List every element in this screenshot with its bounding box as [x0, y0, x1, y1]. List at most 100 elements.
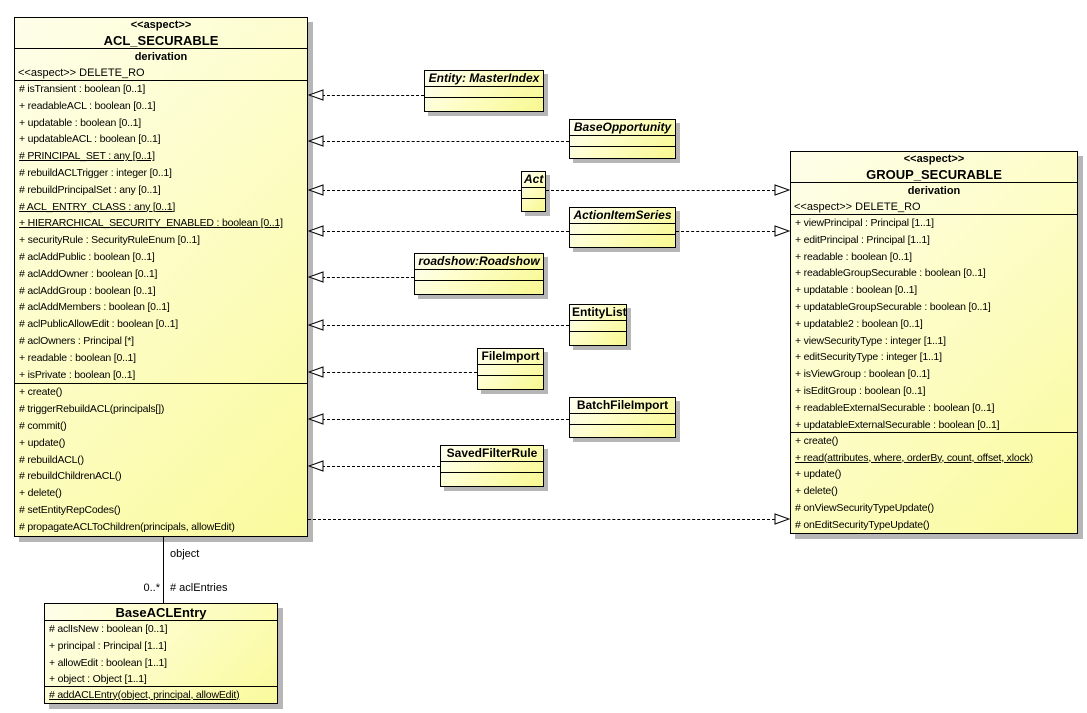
acl-attributes-compartment: # isTransient : boolean [0..1] + readable… — [15, 81, 307, 385]
member-row: # rebuildPrincipalSet : any [0..1] — [19, 183, 161, 196]
member-row: # addACLEntry(object, principal, allowEd… — [49, 688, 240, 701]
baseaclentry-class-name: BaseACLEntry — [45, 604, 277, 621]
class-base-opportunity[interactable]: BaseOpportunity — [569, 119, 676, 159]
group-attributes-compartment: + viewPrincipal : Principal [1..1] + edit… — [791, 215, 1077, 433]
baseaclentry-operations-compartment: # addACLEntry(object, principal, allowEd… — [45, 687, 277, 703]
group-class-name: GROUP_SECURABLE — [791, 167, 1077, 183]
class-file-import[interactable]: FileImport — [477, 348, 544, 390]
acl-operations-compartment: + create()# triggerRebuildACL(principals… — [15, 384, 307, 535]
member-row: # rebuildChildrenACL() — [19, 470, 122, 483]
baseaclentry-attributes-compartment: # aclIsNew : boolean [0..1] + principal :… — [45, 621, 277, 687]
member-row: + update() — [19, 436, 66, 449]
open-arrowhead-icon — [308, 460, 324, 472]
class-batch-file-import[interactable]: BatchFileImport — [569, 397, 676, 438]
connector-savedfilterrule-acl[interactable] — [322, 466, 440, 467]
acl-secondary-stereotype: <<aspect>> DELETE_RO — [15, 65, 307, 81]
class-roadshow[interactable]: roadshow:Roadshow — [414, 253, 544, 295]
member-row: + create() — [795, 434, 839, 447]
group-stereotype: <<aspect>> — [903, 153, 965, 165]
connector-acl-group[interactable] — [308, 519, 775, 520]
class-acl-securable[interactable]: <<aspect>> ACL_SECURABLE derivation <<as… — [14, 17, 308, 537]
class-group-securable[interactable]: <<aspect>> GROUP_SECURABLE derivation <<… — [790, 151, 1078, 534]
member-row: # isTransient : boolean [0..1] — [19, 83, 146, 95]
member-row: + read(attributes, where, orderBy, count… — [795, 451, 1033, 464]
satellite-operations-compartment — [570, 425, 675, 437]
open-arrowhead-icon — [308, 89, 324, 101]
connector-roadshow-acl[interactable] — [322, 277, 414, 278]
member-row: + isPrivate : boolean [0..1] — [19, 368, 136, 381]
member-row: # aclPublicAllowEdit : boolean [0..1] — [19, 318, 178, 331]
member-row: + editPrincipal : Principal [1..1] — [795, 233, 930, 246]
member-row: + editSecurityType : integer [1..1] — [795, 351, 942, 364]
connector-actionitemseries-acl[interactable] — [322, 231, 569, 232]
satellite-operations-compartment — [441, 473, 543, 486]
member-row: # rebuildACLTrigger : integer [0..1] — [19, 166, 172, 179]
connector-baseopportunity-acl[interactable] — [322, 141, 569, 142]
member-row: + principal : Principal [1..1] — [49, 639, 167, 652]
satellite-operations-compartment — [425, 98, 543, 111]
member-row: # aclIsNew : boolean [0..1] — [49, 623, 168, 635]
open-arrowhead-icon — [774, 184, 790, 196]
satellite-operations-compartment — [570, 235, 675, 247]
member-row: + readable : boolean [0..1] — [795, 250, 912, 263]
member-row: # rebuildACL() — [19, 453, 84, 466]
connector-act-acl[interactable] — [322, 190, 521, 191]
satellite-class-name: BatchFileImport — [570, 398, 675, 414]
member-row: + readableExternalSecurable : boolean [0… — [795, 401, 995, 414]
class-entity-masterindex[interactable]: Entity: MasterIndex — [424, 70, 544, 112]
satellite-attributes-compartment — [425, 87, 543, 98]
member-row: + readableACL : boolean [0..1] — [19, 99, 156, 112]
satellite-operations-compartment — [415, 281, 543, 294]
class-action-item-series[interactable]: ActionItemSeries — [569, 207, 676, 248]
connector-actionitemseries-group[interactable] — [676, 231, 775, 232]
member-row: + updatable : boolean [0..1] — [795, 284, 917, 297]
open-arrowhead-icon — [308, 271, 324, 283]
open-arrowhead-icon — [308, 413, 324, 425]
open-arrowhead-icon — [308, 366, 324, 378]
connector-batchfileimport-acl[interactable] — [322, 419, 569, 420]
open-arrowhead-icon — [774, 513, 790, 525]
member-row: + viewPrincipal : Principal [1..1] — [795, 217, 934, 229]
satellite-class-name: roadshow:Roadshow — [415, 254, 543, 270]
association-acl-baseaclentry[interactable] — [163, 537, 164, 603]
satellite-attributes-compartment — [441, 462, 543, 473]
acl-class-name: ACL_SECURABLE — [15, 33, 307, 49]
class-entity-list[interactable]: EntityList — [569, 304, 627, 346]
satellite-operations-compartment — [570, 147, 675, 158]
member-row: + HIERARCHICAL_SECURITY_ENABLED : boolea… — [19, 217, 283, 230]
satellite-attributes-compartment — [415, 270, 543, 281]
satellite-attributes-compartment — [570, 136, 675, 147]
member-row: # PRINCIPAL_SET : any [0..1] — [19, 150, 155, 163]
satellite-class-name: EntityList — [570, 305, 627, 321]
member-row: # onViewSecurityTypeUpdate() — [795, 502, 934, 515]
member-row: + updatable : boolean [0..1] — [19, 116, 141, 129]
connector-masterindex-acl[interactable] — [322, 95, 424, 96]
acl-stereotype: <<aspect>> — [130, 19, 192, 31]
member-row: # aclAddOwner : boolean [0..1] — [19, 267, 158, 280]
member-row: + updatableACL : boolean [0..1] — [19, 133, 161, 146]
member-row: + create() — [19, 386, 63, 399]
class-base-acl-entry[interactable]: BaseACLEntry # aclIsNew : boolean [0..1]… — [44, 603, 278, 704]
satellite-attributes-compartment — [478, 365, 543, 376]
satellite-operations-compartment — [522, 199, 545, 211]
member-row: # aclAddMembers : boolean [0..1] — [19, 301, 170, 314]
satellite-class-name: FileImport — [478, 349, 543, 365]
group-tagged-value: derivation — [907, 185, 961, 197]
member-row: # onEditSecurityTypeUpdate() — [795, 518, 930, 531]
connector-fileimport-acl[interactable] — [322, 372, 477, 373]
connector-act-group[interactable] — [546, 190, 775, 191]
class-act[interactable]: Act — [521, 171, 546, 212]
member-row: # ACL_ENTRY_CLASS : any [0..1] — [19, 200, 176, 213]
member-row: + isViewGroup : boolean [0..1] — [795, 368, 930, 381]
satellite-class-name: ActionItemSeries — [570, 208, 675, 224]
member-row: + isEditGroup : boolean [0..1] — [795, 384, 926, 397]
open-arrowhead-icon — [308, 184, 324, 196]
member-row: # aclOwners : Principal [*] — [19, 334, 134, 347]
satellite-attributes-compartment — [570, 224, 675, 235]
group-operations-compartment: + create() + read(attributes, where, orde… — [791, 433, 1077, 533]
member-row: + readableGroupSecurable : boolean [0..1… — [795, 267, 986, 280]
connector-entitylist-acl[interactable] — [322, 325, 569, 326]
class-saved-filter-rule[interactable]: SavedFilterRule — [440, 445, 544, 487]
member-row: + readable : boolean [0..1] — [19, 351, 136, 364]
member-row: + updatable2 : boolean [0..1] — [795, 317, 923, 330]
